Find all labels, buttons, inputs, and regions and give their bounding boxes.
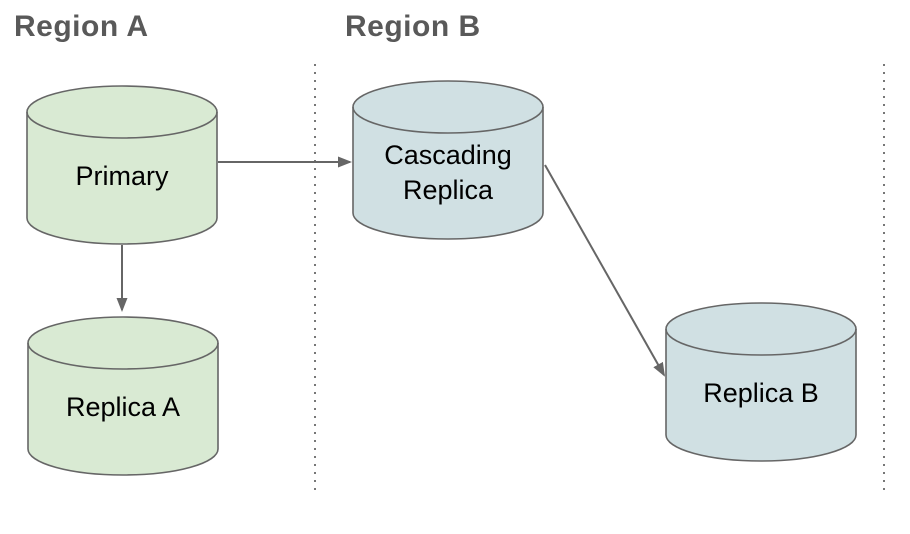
cylinder-top-arc xyxy=(27,342,219,370)
replica-b-database-cylinder xyxy=(665,302,857,462)
arrow-cascading-replica-to-replica-b xyxy=(544,164,665,377)
cascading-replica-database-cylinder xyxy=(352,80,544,240)
cylinder-top-arc xyxy=(665,328,857,356)
region-b-title: Region B xyxy=(345,10,481,43)
cylinder-body xyxy=(27,316,219,476)
node-label-primary: Primary xyxy=(75,160,169,191)
replica-a-database-cylinder xyxy=(27,316,219,476)
cylinder-body xyxy=(665,302,857,462)
node-label-replica-b: Replica B xyxy=(703,377,819,408)
region-a-title: Region A xyxy=(14,10,149,43)
cylinder-top-arc xyxy=(26,111,218,139)
cylinder-body xyxy=(26,85,218,245)
node-label-cascading-replica: Cascading Replica xyxy=(384,140,512,205)
cylinder-top-arc xyxy=(352,106,544,134)
primary-database-cylinder xyxy=(26,85,218,245)
cylinder-body xyxy=(352,80,544,240)
node-label-replica-a: Replica A xyxy=(65,391,181,422)
